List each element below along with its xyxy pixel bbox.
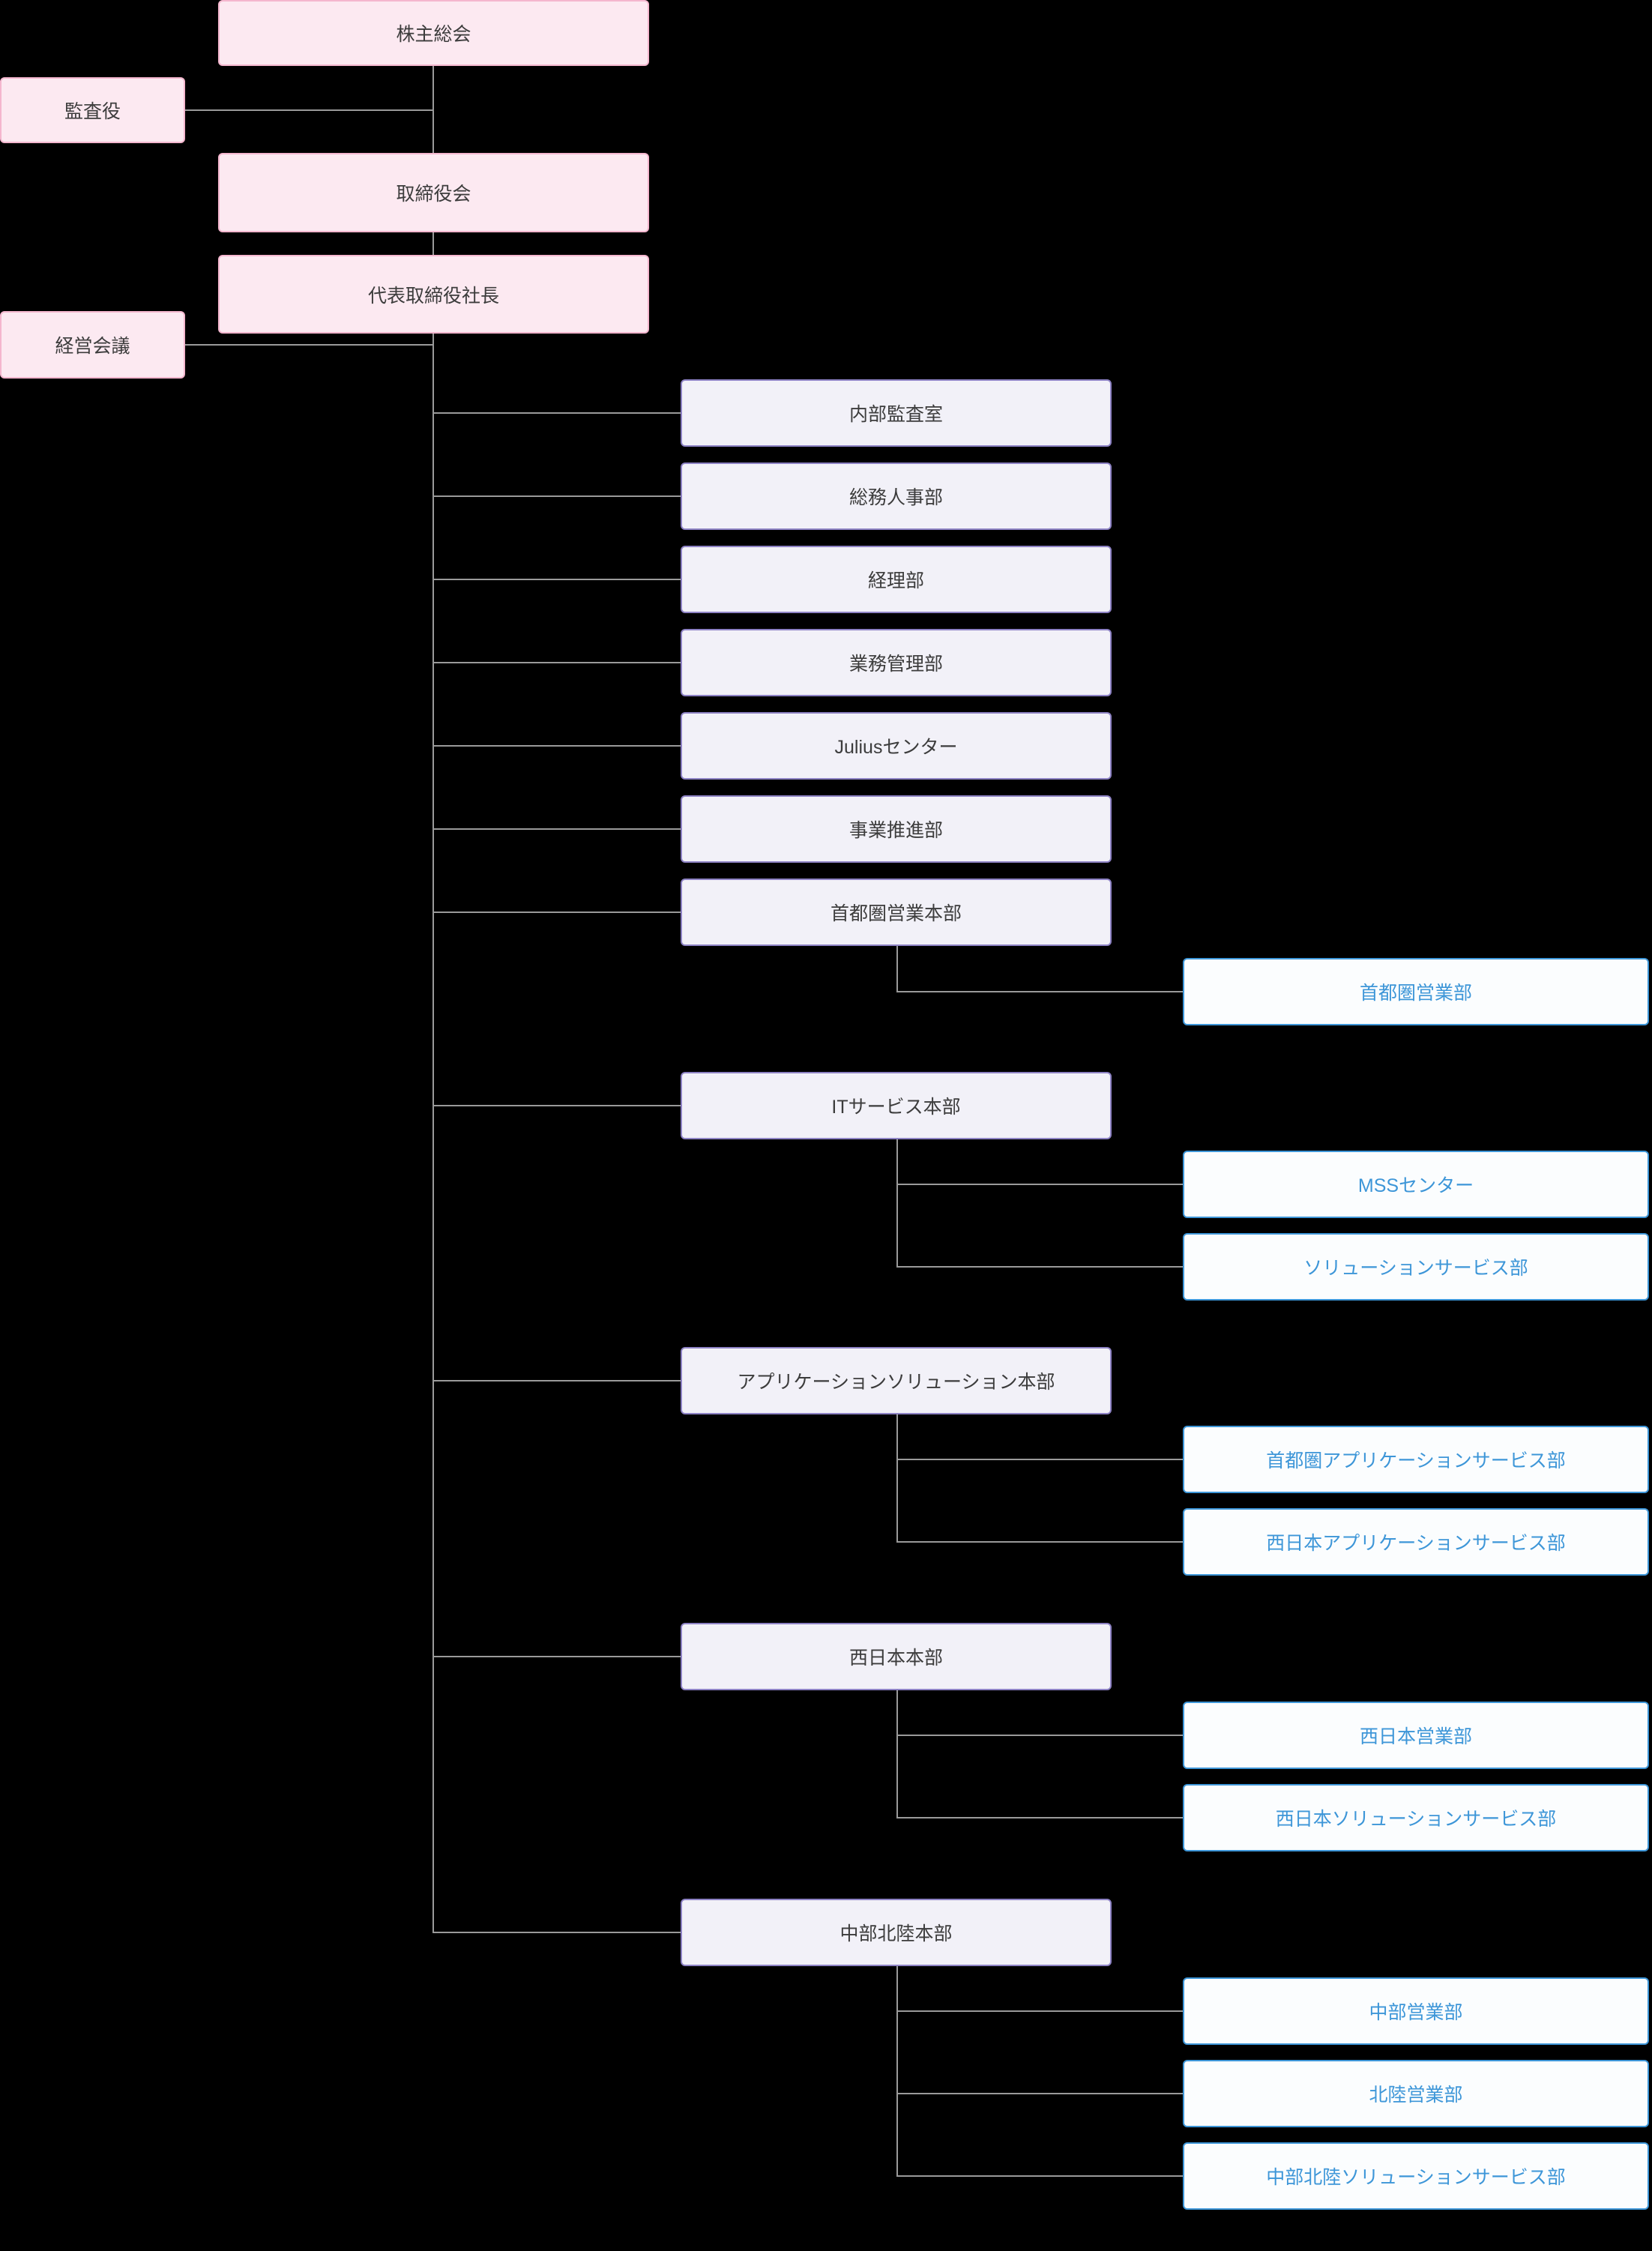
- division-node-1-label: 総務人事部: [848, 487, 943, 508]
- division-node-4-label: Juliusセンター: [834, 737, 958, 758]
- connector-subdivision-8-1: [896, 1541, 1183, 1543]
- board-of-directors-node-label: 取締役会: [396, 184, 471, 205]
- subdivision-node-6-0[interactable]: 首都圏営業部: [1183, 958, 1649, 1025]
- management-council-node-label: 経営会議: [55, 336, 130, 357]
- subdivision-node-8-0[interactable]: 首都圏アプリケーションサービス部: [1183, 1426, 1649, 1493]
- division-node-6[interactable]: 首都圏営業本部: [681, 879, 1112, 946]
- connector-main-spine: [432, 334, 434, 1933]
- connector-subdivision-9-0: [896, 1735, 1183, 1736]
- connector-division-spine-8: [896, 1414, 898, 1543]
- connector-board-president: [432, 232, 434, 255]
- subdivision-node-10-2-label: 中部北陸ソリューションサービス部: [1266, 2167, 1566, 2188]
- connector-subdivision-10-1: [896, 2093, 1183, 2094]
- division-node-10[interactable]: 中部北陸本部: [681, 1899, 1112, 1966]
- division-node-9-label: 西日本本部: [848, 1648, 943, 1669]
- connector-division-7: [432, 1105, 681, 1106]
- connector-division-5: [432, 828, 681, 830]
- auditor-node-label: 監査役: [64, 101, 121, 122]
- division-node-5[interactable]: 事業推進部: [681, 795, 1112, 863]
- division-node-2[interactable]: 経理部: [681, 546, 1112, 613]
- connector-subdivision-7-0: [896, 1184, 1183, 1185]
- division-node-3[interactable]: 業務管理部: [681, 629, 1112, 696]
- connector-division-spine-7: [896, 1139, 898, 1268]
- division-node-0-label: 内部監査室: [848, 404, 943, 425]
- division-node-10-label: 中部北陸本部: [839, 1923, 953, 1944]
- division-node-6-label: 首都圏営業本部: [830, 903, 962, 924]
- subdivision-node-9-0-label: 西日本営業部: [1359, 1726, 1472, 1747]
- connector-subdivision-10-0: [896, 2010, 1183, 2012]
- board-of-directors-node[interactable]: 取締役会: [218, 153, 649, 232]
- connector-division-0: [432, 412, 681, 414]
- subdivision-node-10-0[interactable]: 中部営業部: [1183, 1977, 1649, 2045]
- connector-division-2: [432, 579, 681, 580]
- subdivision-node-7-1[interactable]: ソリューションサービス部: [1183, 1233, 1649, 1301]
- subdivision-node-7-0[interactable]: MSSセンター: [1183, 1151, 1649, 1218]
- division-node-7[interactable]: ITサービス本部: [681, 1072, 1112, 1139]
- connector-subdivision-8-0: [896, 1459, 1183, 1460]
- subdivision-node-8-0-label: 首都圏アプリケーションサービス部: [1266, 1450, 1566, 1471]
- division-node-2-label: 経理部: [867, 570, 924, 591]
- connector-division-6: [432, 911, 681, 913]
- division-node-8-label: アプリケーションソリューション本部: [737, 1372, 1055, 1393]
- division-node-8[interactable]: アプリケーションソリューション本部: [681, 1347, 1112, 1414]
- division-node-9[interactable]: 西日本本部: [681, 1623, 1112, 1690]
- connector-subdivision-10-2: [896, 2175, 1183, 2177]
- division-node-0[interactable]: 内部監査室: [681, 379, 1112, 447]
- subdivision-node-8-1-label: 西日本アプリケーションサービス部: [1266, 1533, 1566, 1554]
- president-node-label: 代表取締役社長: [367, 285, 499, 307]
- subdivision-node-7-1-label: ソリューションサービス部: [1303, 1258, 1528, 1279]
- subdivision-node-9-1-label: 西日本ソリューションサービス部: [1275, 1809, 1557, 1830]
- subdivision-node-9-1[interactable]: 西日本ソリューションサービス部: [1183, 1784, 1649, 1851]
- subdivision-node-8-1[interactable]: 西日本アプリケーションサービス部: [1183, 1508, 1649, 1576]
- connector-division-spine-6: [896, 946, 898, 992]
- shareholders-meeting-node[interactable]: 株主総会: [218, 0, 649, 66]
- connector-management-council: [185, 344, 434, 346]
- division-node-5-label: 事業推進部: [848, 820, 943, 841]
- subdivision-node-10-1-label: 北陸営業部: [1369, 2085, 1463, 2106]
- connector-division-8: [432, 1380, 681, 1381]
- subdivision-node-10-0-label: 中部営業部: [1369, 2002, 1463, 2023]
- subdivision-node-10-2[interactable]: 中部北陸ソリューションサービス部: [1183, 2142, 1649, 2210]
- subdivision-node-9-0[interactable]: 西日本営業部: [1183, 1702, 1649, 1769]
- subdivision-node-10-1[interactable]: 北陸営業部: [1183, 2060, 1649, 2127]
- division-node-4[interactable]: Juliusセンター: [681, 712, 1112, 780]
- division-node-1[interactable]: 総務人事部: [681, 462, 1112, 530]
- subdivision-node-6-0-label: 首都圏営業部: [1359, 983, 1472, 1004]
- connector-division-3: [432, 662, 681, 663]
- connector-division-1: [432, 495, 681, 497]
- shareholders-meeting-node-label: 株主総会: [396, 24, 471, 45]
- connector-subdivision-6-0: [896, 991, 1183, 992]
- connector-division-9: [432, 1656, 681, 1657]
- auditor-node[interactable]: 監査役: [0, 77, 185, 143]
- connector-division-10: [432, 1932, 681, 1933]
- subdivision-node-7-0-label: MSSセンター: [1357, 1175, 1474, 1196]
- president-node[interactable]: 代表取締役社長: [218, 255, 649, 334]
- connector-subdivision-9-1: [896, 1817, 1183, 1818]
- division-node-7-label: ITサービス本部: [831, 1097, 961, 1118]
- connector-division-4: [432, 745, 681, 747]
- connector-division-spine-10: [896, 1966, 898, 2177]
- connector-division-spine-9: [896, 1690, 898, 1818]
- management-council-node[interactable]: 経営会議: [0, 311, 185, 379]
- connector-subdivision-7-1: [896, 1266, 1183, 1268]
- division-node-3-label: 業務管理部: [848, 654, 943, 675]
- connector-auditor: [185, 109, 434, 111]
